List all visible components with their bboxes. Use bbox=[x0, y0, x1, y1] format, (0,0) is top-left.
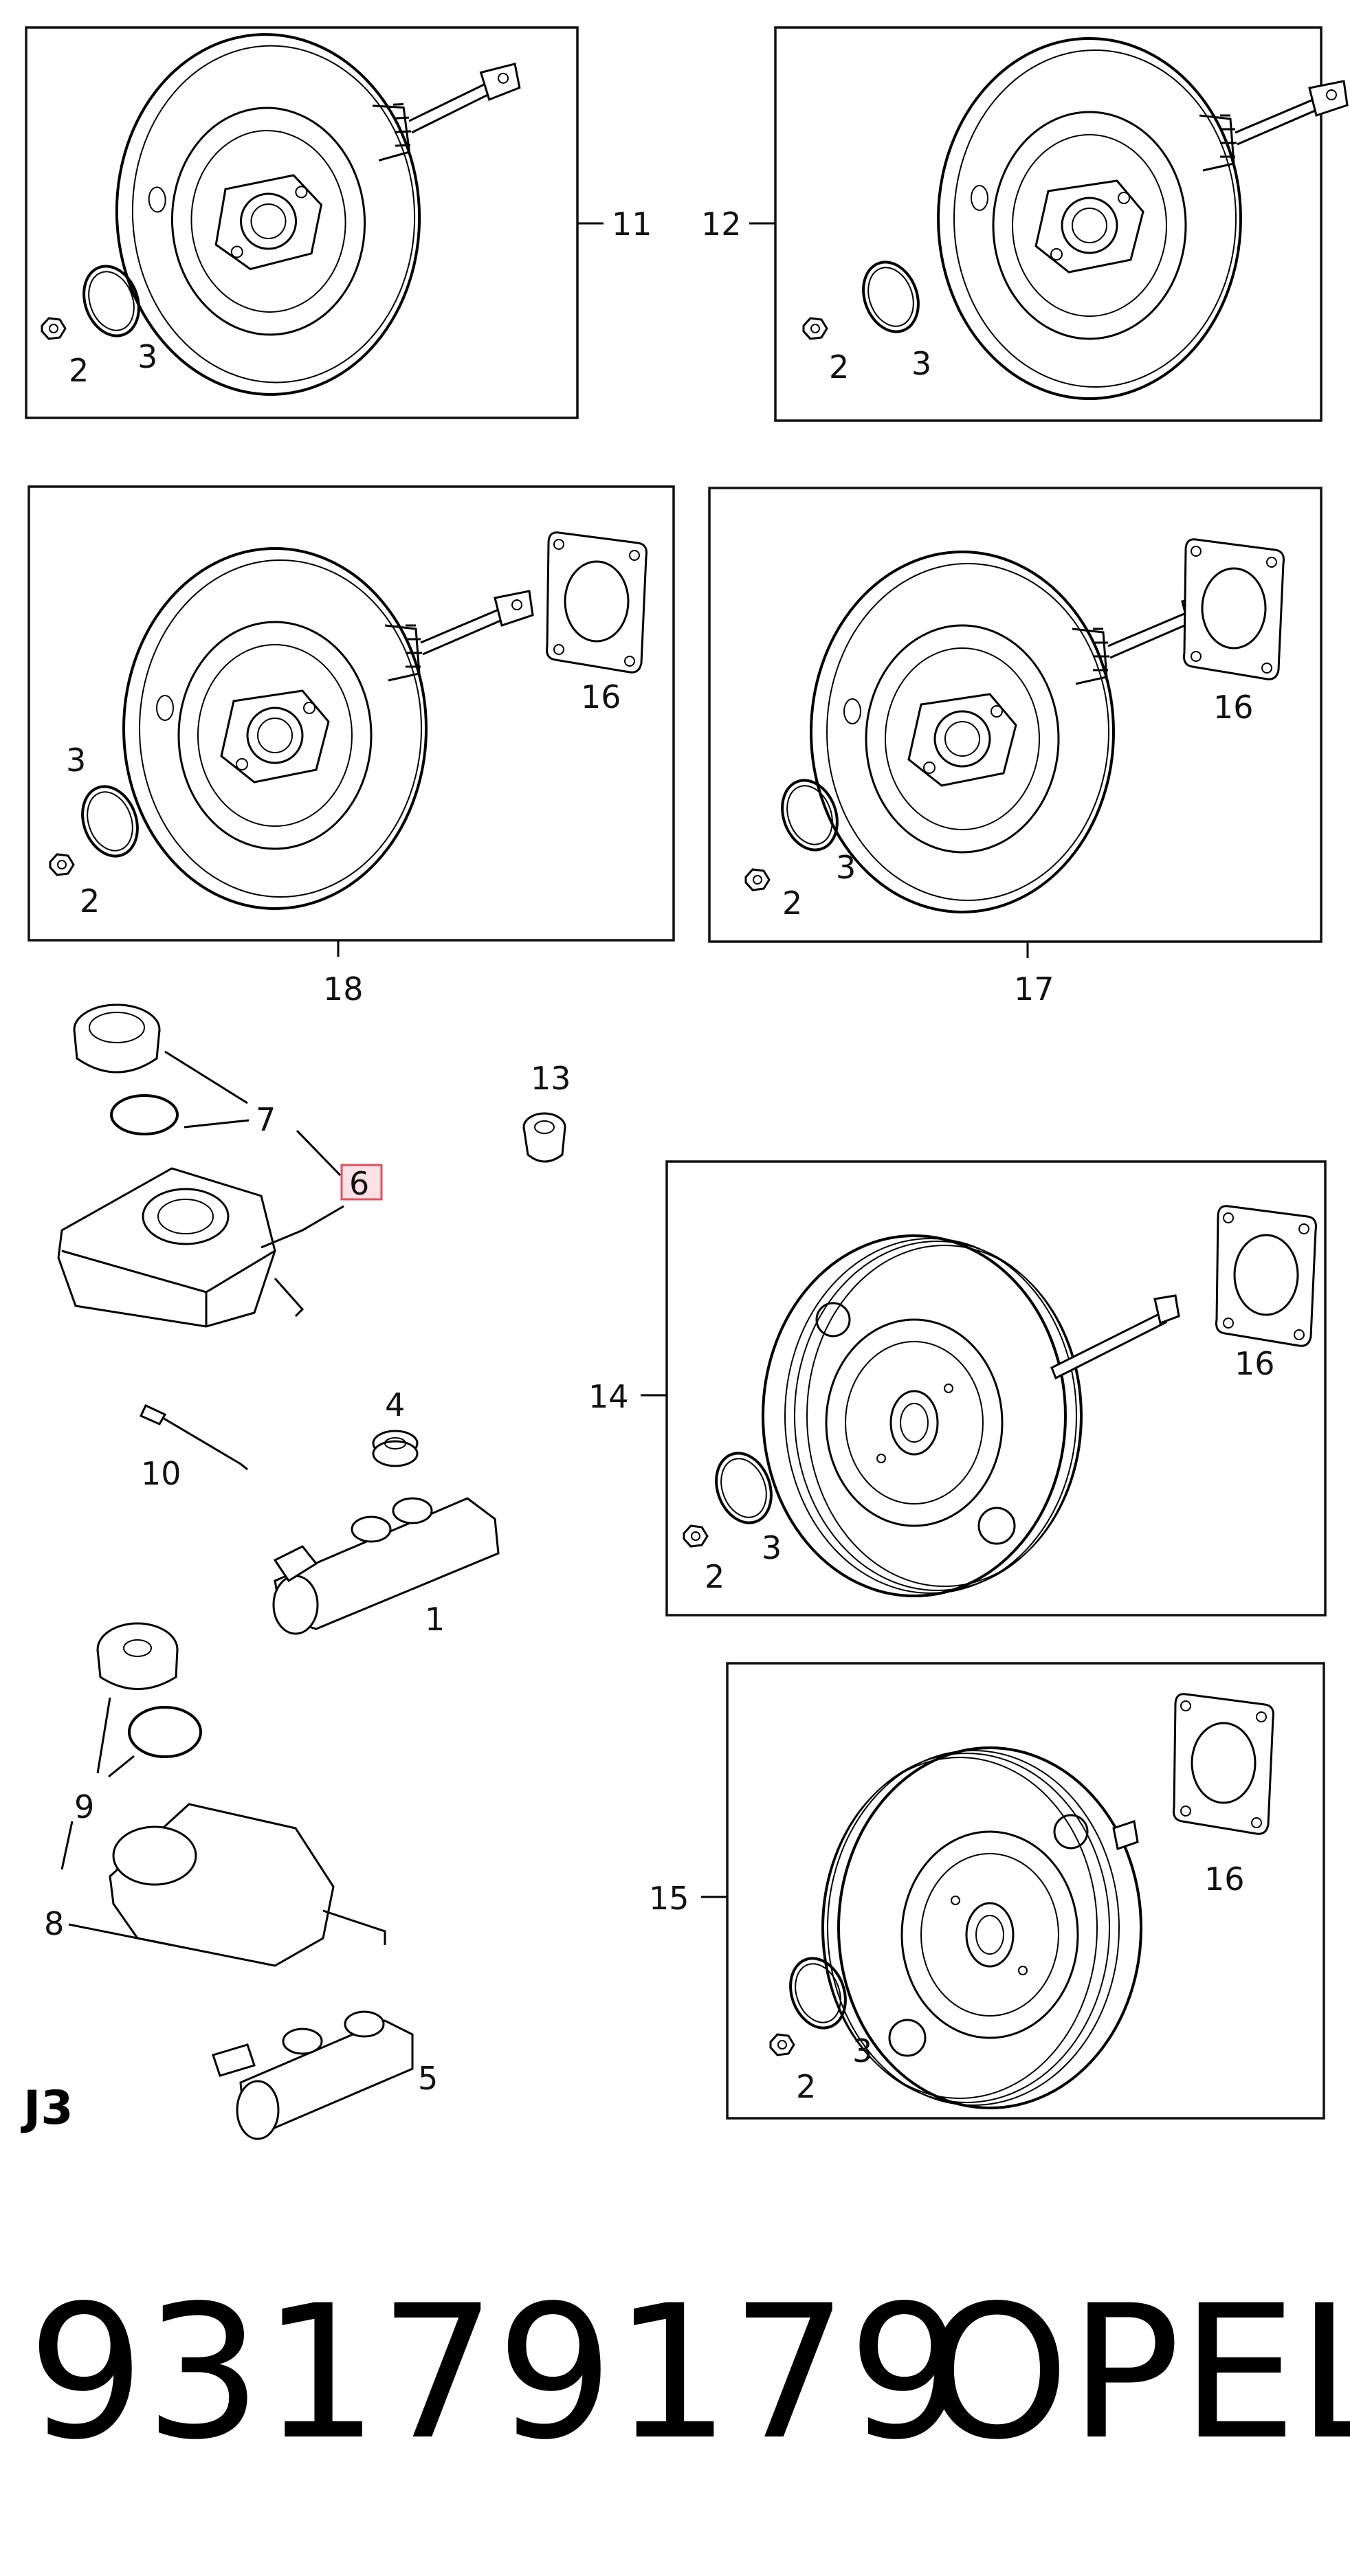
highlight-box bbox=[340, 1164, 383, 1201]
callout-9: 9 bbox=[74, 1788, 94, 1825]
callout-10: 10 bbox=[141, 1455, 181, 1492]
callout-3: 3 bbox=[852, 2032, 872, 2069]
callout-17: 17 bbox=[1014, 970, 1054, 1008]
reservoir-cap-b bbox=[96, 1622, 179, 1690]
callout-2: 2 bbox=[705, 1558, 724, 1595]
callout-16: 16 bbox=[1204, 1861, 1245, 1898]
reservoir-cap-a bbox=[73, 1003, 161, 1074]
pin bbox=[139, 1404, 248, 1471]
callout-4: 4 bbox=[385, 1386, 405, 1423]
panel-17: 17 16 3 2 bbox=[708, 487, 1323, 1008]
seal-ring-a bbox=[110, 1094, 179, 1135]
callout-3: 3 bbox=[137, 338, 157, 375]
section-code: J3 bbox=[21, 2081, 74, 2135]
panel-11: 11 2 3 bbox=[25, 21, 652, 419]
seal-ring-b bbox=[128, 1706, 202, 1758]
brand-name: OPEL bbox=[925, 2266, 1350, 2480]
master-cylinder-b bbox=[212, 2010, 414, 2140]
panel-12: 12 2 3 bbox=[701, 26, 1349, 422]
grommet bbox=[372, 1430, 419, 1467]
callout-2: 2 bbox=[80, 882, 100, 920]
callout-15: 15 bbox=[649, 1880, 689, 1917]
panel-14: 14 16 3 2 bbox=[588, 1160, 1327, 1617]
reservoir-b bbox=[109, 1803, 386, 1967]
callout-16: 16 bbox=[1235, 1345, 1275, 1382]
part-number: 93179179 bbox=[27, 2266, 965, 2480]
callout-3: 3 bbox=[66, 742, 86, 779]
callout-3: 3 bbox=[911, 345, 931, 382]
callout-14: 14 bbox=[588, 1378, 629, 1415]
callout-8: 8 bbox=[44, 1905, 64, 1942]
callout-7: 7 bbox=[256, 1101, 276, 1138]
callout-6: 6 bbox=[349, 1165, 369, 1202]
callout-18: 18 bbox=[323, 970, 364, 1008]
callout-12: 12 bbox=[701, 206, 742, 243]
callout-5: 5 bbox=[418, 2060, 438, 2097]
callout-16: 16 bbox=[1213, 689, 1254, 726]
callout-16: 16 bbox=[581, 678, 621, 715]
panel-18: 18 16 3 2 bbox=[27, 485, 675, 1008]
loose-parts: 7 6 13 10 4 bbox=[44, 1003, 571, 2140]
reservoir-a bbox=[57, 1167, 305, 1328]
callout-3: 3 bbox=[836, 849, 856, 886]
bushing bbox=[522, 1112, 566, 1163]
panel-15: 15 16 3 2 bbox=[649, 1662, 1325, 2120]
callout-2: 2 bbox=[829, 348, 849, 386]
callout-1: 1 bbox=[425, 1601, 445, 1638]
callout-11: 11 bbox=[612, 206, 652, 243]
callout-3: 3 bbox=[762, 1529, 782, 1566]
callout-2: 2 bbox=[69, 352, 89, 389]
callout-13: 13 bbox=[531, 1060, 571, 1097]
callout-2: 2 bbox=[782, 885, 802, 922]
master-cylinder-a bbox=[272, 1497, 500, 1635]
callout-2: 2 bbox=[796, 2068, 816, 2105]
